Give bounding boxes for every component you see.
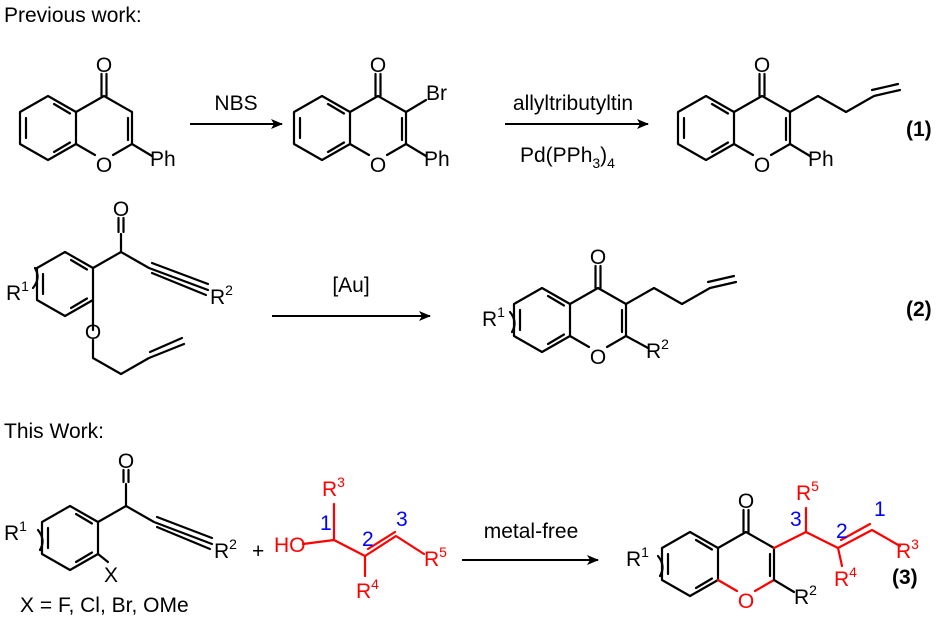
- substituent-r2: R2: [794, 582, 817, 609]
- atom-ph: Ph: [808, 148, 834, 171]
- allylflavone-structure: O O Ph: [676, 54, 902, 177]
- allyloxy-ynone-structure: O O R1 R2: [6, 198, 233, 376]
- x-definition: X = F, Cl, Br, OMe: [20, 594, 189, 617]
- atom-x: X: [104, 564, 118, 587]
- allylic-alcohol-structure: HO R3 R4 R5 1 2 3: [274, 474, 447, 603]
- atom-o: O: [370, 154, 386, 177]
- equation-number-3: (3): [892, 566, 918, 589]
- atom-o: O: [754, 154, 770, 177]
- substituent-r2: R2: [210, 282, 233, 309]
- heading-previous-work: Previous work:: [4, 4, 142, 27]
- plus-sign: +: [252, 540, 264, 563]
- haloaryl-ynone-structure: O X R1 R2 X = F, Cl, Br, OMe: [4, 450, 237, 617]
- position-number-3: 3: [790, 508, 802, 531]
- substituent-r4: R4: [834, 564, 857, 591]
- reagent-pd-catalyst: Pd(PPh3)4: [520, 144, 615, 171]
- substituent-r3: R3: [322, 474, 345, 501]
- position-number-3: 3: [396, 508, 408, 531]
- chromone-product-2: O O R1 R2: [482, 246, 738, 369]
- substituent-r5: R5: [796, 478, 819, 505]
- atom-o: O: [118, 450, 134, 473]
- substituent-r1: R1: [6, 278, 29, 305]
- atom-ph: Ph: [150, 148, 176, 171]
- chromone-product-3: O O R1 R2 R5 R4 R3 3 2 1: [626, 478, 919, 613]
- substituent-r1: R1: [482, 304, 505, 331]
- flavone-structure: O O Ph: [18, 54, 176, 177]
- atom-o: O: [113, 198, 129, 221]
- equation-number-1: (1): [906, 118, 932, 141]
- position-number-2: 2: [836, 520, 848, 543]
- substituent-r3: R3: [896, 536, 919, 563]
- atom-o: O: [738, 490, 754, 513]
- position-number-1: 1: [320, 512, 332, 535]
- atom-o: O: [754, 54, 770, 77]
- condition-metal-free: metal-free: [484, 520, 579, 543]
- atom-o: O: [85, 321, 101, 344]
- hydroxyl-group: HO: [274, 534, 306, 557]
- position-number-1: 1: [874, 498, 886, 521]
- equation-number-2: (2): [906, 298, 932, 321]
- reagent-nbs: NBS: [214, 92, 257, 115]
- atom-o: O: [590, 246, 606, 269]
- atom-o: O: [96, 54, 112, 77]
- reagent-allyltributyltin: allyltributyltin: [513, 92, 633, 115]
- heading-this-work: This Work:: [4, 420, 104, 443]
- substituent-r4: R4: [356, 576, 379, 603]
- atom-o-ring: O: [738, 590, 754, 613]
- reaction-1: O O Ph NBS O O Br Ph allyltributyltin Pd…: [18, 54, 932, 177]
- substituent-r5: R5: [424, 544, 447, 571]
- reaction-3: O X R1 R2 X = F, Cl, Br, OMe + HO R3 R4 …: [4, 450, 919, 617]
- substituent-r2: R2: [214, 536, 237, 563]
- atom-o: O: [96, 154, 112, 177]
- substituent-r1: R1: [626, 544, 649, 571]
- position-number-2: 2: [362, 528, 374, 551]
- bromoflavone-structure: O O Br Ph: [292, 54, 450, 177]
- atom-br: Br: [426, 82, 447, 105]
- reagent-gold: [Au]: [332, 274, 369, 297]
- atom-ph: Ph: [424, 148, 450, 171]
- substituent-r1: R1: [4, 518, 27, 545]
- atom-o: O: [590, 346, 606, 369]
- substituent-r2: R2: [646, 336, 669, 363]
- atom-o: O: [370, 54, 386, 77]
- reaction-2: O O R1 R2 [Au] O O R1 R2 (2): [6, 198, 932, 376]
